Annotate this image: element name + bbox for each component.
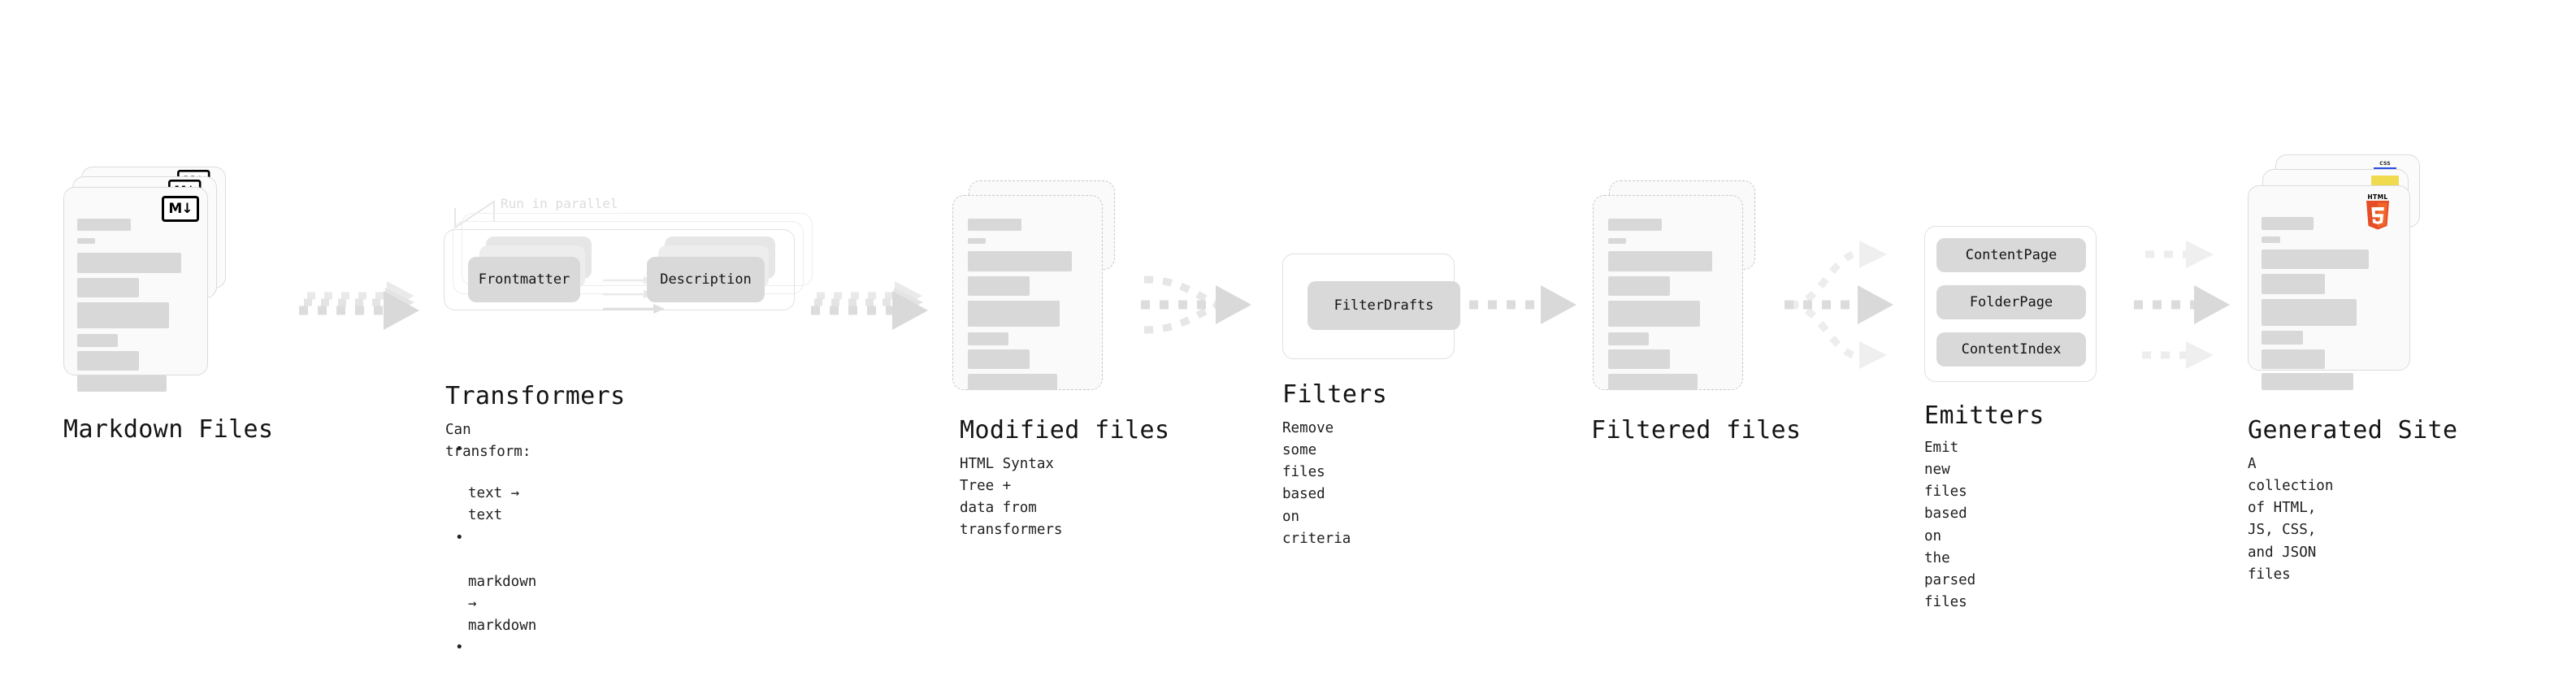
generated-card-front-html: HTML [2248, 185, 2410, 390]
stage-title-filtered-files: Filtered files [1591, 416, 1802, 445]
run-in-parallel-label: Run in parallel [501, 196, 618, 211]
transformer-chip-frontmatter-label: Frontmatter [478, 271, 570, 288]
transformer-bullet-label-1: markdown → markdown [468, 573, 537, 634]
transformer-bullet-0: • text → text [455, 439, 536, 527]
emitter-chip-contentpage[interactable]: ContentPage [1936, 238, 2086, 272]
css-badge-label: CSS [2379, 161, 2391, 167]
bullet-dot-icon-0: • [455, 441, 464, 458]
stage-subtitle-emitters: Emit new files based on the parsed files [1924, 440, 1976, 610]
stage-title-generated-site: Generated Site [2248, 416, 2458, 445]
transformer-bullet-2: • html → html [455, 637, 536, 681]
filter-chip-filterdrafts[interactable]: FilterDrafts [1308, 281, 1460, 330]
modified-file-stack [952, 163, 1147, 390]
generated-site-stack: CSS HTML [2248, 154, 2451, 390]
emitter-chip-contentpage-label: ContentPage [1965, 247, 2058, 263]
transformer-group-back-2 [462, 213, 813, 286]
emitter-chip-folderpage-label: FolderPage [1969, 294, 2053, 310]
stage-subtitle-generated-site: A collection of HTML, JS, CSS, and JSON … [2248, 456, 2334, 583]
css-badge-bar [2374, 167, 2396, 170]
transformer-bullet-label-0: text → text [468, 485, 520, 524]
connector-filters-to-filtered [1469, 285, 1576, 324]
filter-chip-filterdrafts-label: FilterDrafts [1334, 297, 1434, 314]
connector-emitters-to-site [2134, 241, 2230, 369]
transformer-bullet-list: • text → text • markdown → markdown • ht… [452, 439, 536, 681]
emitter-chip-contentindex[interactable]: ContentIndex [1936, 332, 2086, 367]
transformer-chip-frontmatter[interactable]: Frontmatter [468, 257, 580, 302]
transformer-bullet-1: • markdown → markdown [455, 527, 537, 638]
stage-subtitle-filters: Remove some files based on criteria [1282, 420, 1351, 547]
stage-title-emitters: Emitters [1924, 401, 2045, 430]
html5-shield-icon [2364, 201, 2392, 231]
filtered-file-stack [1593, 163, 1788, 390]
html5-badge-label: HTML [2367, 193, 2388, 201]
markdown-badge-text: M↓ [168, 200, 193, 217]
markdown-card-front: M↓ [63, 187, 208, 392]
filters-group-box: FilterDrafts [1282, 254, 1460, 359]
stage-subtitle-modified-files: HTML Syntax Tree + data from transformer… [960, 456, 1063, 539]
stage-title-markdown-files: Markdown Files [63, 415, 274, 444]
transformer-chip-description-label: Description [660, 271, 752, 288]
transformer-group-back-1 [453, 221, 804, 294]
css-badge: CSS [2374, 161, 2396, 171]
connector-transformers-to-modified [811, 281, 928, 330]
bullet-dot-icon-1: • [455, 529, 464, 546]
stage-title-transformers: Transformers [445, 382, 626, 410]
markdown-file-stack: M↓ M↓ M↓ [63, 167, 258, 392]
markdown-badge: M↓ [162, 196, 199, 222]
emitter-chip-folderpage[interactable]: FolderPage [1936, 285, 2086, 319]
connector-filtered-to-emitters [1785, 241, 1893, 369]
html5-badge: HTML [2361, 193, 2394, 231]
stage-title-filters: Filters [1282, 380, 1388, 409]
emitters-group-box: ContentPage FolderPage ContentIndex [1924, 226, 2097, 382]
modified-card-front [952, 195, 1103, 390]
stage-title-modified-files: Modified files [960, 416, 1170, 445]
stage-subtitle-transformers: Can transform: [445, 422, 531, 461]
transformer-chip-description[interactable]: Description [647, 257, 765, 302]
filtered-card-front [1593, 195, 1743, 390]
connector-markdown-to-transformers [299, 281, 419, 330]
bullet-dot-icon-2: • [455, 640, 464, 657]
transformer-group-front [444, 229, 795, 310]
emitter-chip-contentindex-label: ContentIndex [1961, 341, 2062, 358]
connector-modified-to-filters [1141, 275, 1251, 334]
